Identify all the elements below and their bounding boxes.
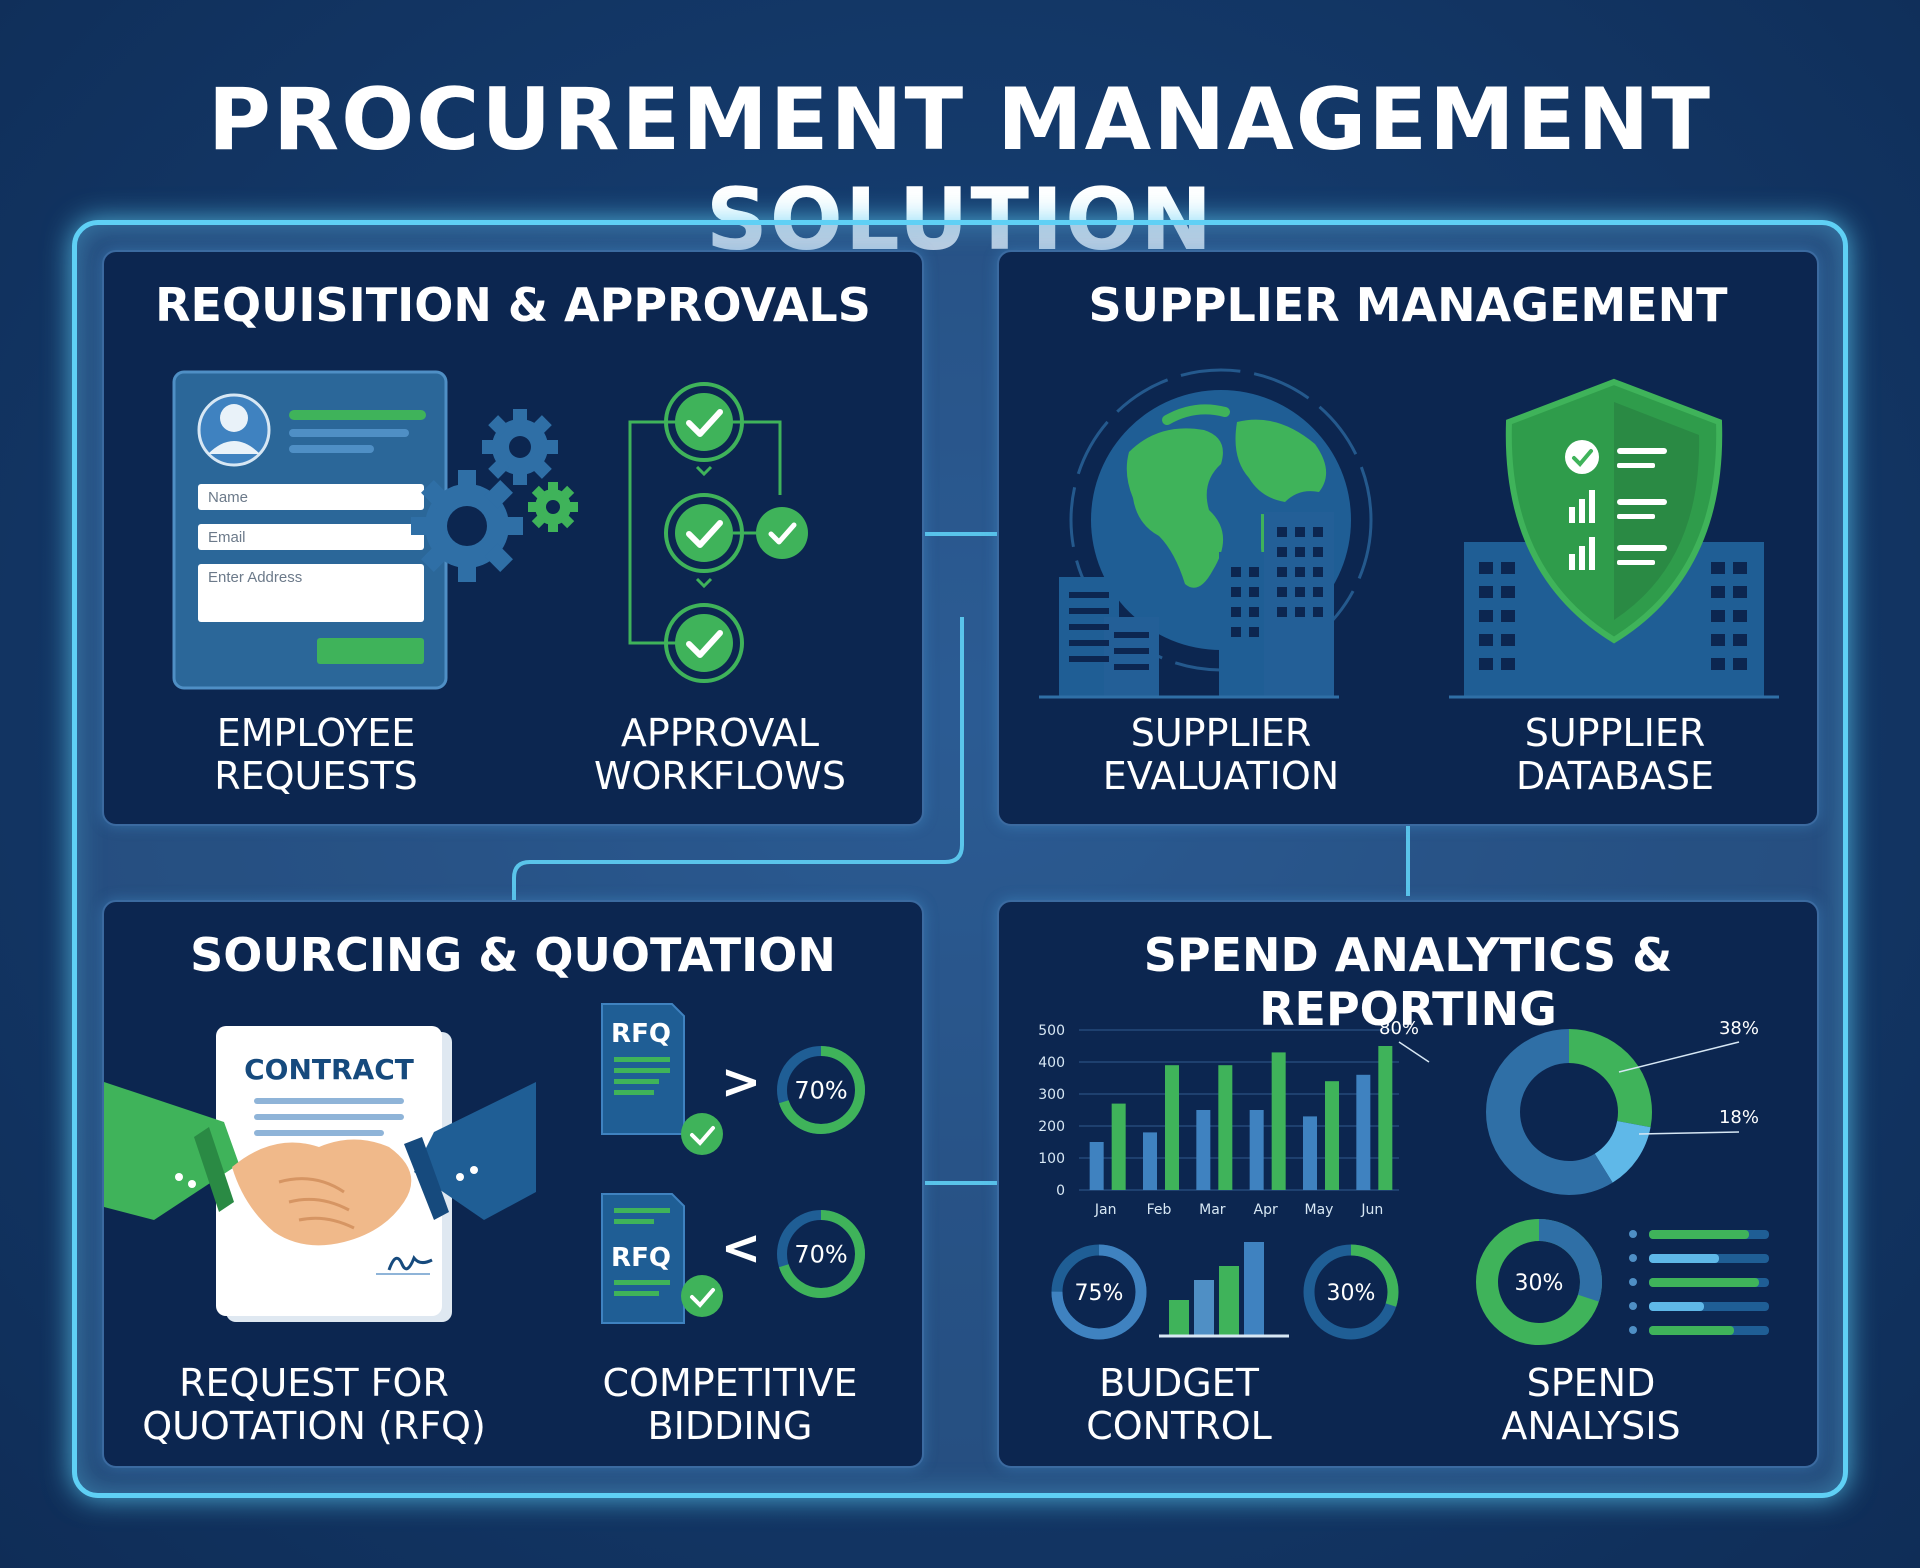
- bar-Mar-0: [1196, 1110, 1211, 1190]
- x-tick-Apr: Apr: [1254, 1202, 1278, 1218]
- y-tick-200: 200: [1038, 1119, 1065, 1135]
- requisition-illustration: Name Email Enter Address: [172, 370, 808, 690]
- caption-supplier-evaluation: SUPPLIER EVALUATION: [1102, 711, 1340, 798]
- rfq-gauge-1-label: 70%: [794, 1077, 847, 1105]
- gears-icon: [411, 409, 578, 582]
- supplier-illustration: [1039, 368, 1779, 699]
- workflow-icon: [628, 382, 808, 683]
- bar-Jun-0: [1356, 1074, 1371, 1190]
- bar-Feb-1: [1165, 1065, 1179, 1190]
- bar-Jan-1: [1111, 1103, 1126, 1190]
- spend-list: [1629, 1230, 1769, 1335]
- rfq-label-1: RFQ: [611, 1019, 671, 1049]
- panel-title-analytics: SPEND ANALYTICS & REPORTING: [1143, 928, 1673, 1036]
- budget-gauge-1-fill: [1051, 1244, 1147, 1340]
- donut-leader-1: [1618, 1041, 1740, 1073]
- budget-gauge-2-fill: [1303, 1244, 1399, 1340]
- shield-icon: [1449, 378, 1779, 699]
- y-tick-0: 0: [1056, 1183, 1065, 1199]
- panel-title-requisition: REQUISITION & APPROVALS: [155, 278, 871, 332]
- x-tick-Jun: Jun: [1360, 1202, 1383, 1218]
- rfq-gauge-2-label: 70%: [794, 1241, 847, 1269]
- caption-supplier-database: SUPPLIER DATABASE: [1515, 711, 1715, 798]
- bar-Apr-0: [1249, 1110, 1264, 1190]
- panel-sourcing: SOURCING & QUOTATION CONTRACT RFQ: [102, 900, 924, 1468]
- donut-leader-2: [1638, 1131, 1740, 1135]
- y-tick-400: 400: [1038, 1055, 1065, 1071]
- donut-label-0: 80%: [1379, 1018, 1419, 1039]
- budget-gauge-icon: 75% 30%: [1051, 1244, 1399, 1340]
- bar-May-1: [1325, 1081, 1339, 1190]
- rfq-document-icon: RFQ > RFQ <: [601, 1003, 761, 1324]
- budget-gauge-1: 75%: [1051, 1244, 1147, 1340]
- caption-spend-analysis: SPEND ANALYSIS: [1501, 1361, 1681, 1448]
- name-placeholder: Name: [208, 489, 248, 506]
- y-tick-100: 100: [1038, 1151, 1065, 1167]
- compare-symbol-2: <: [721, 1220, 761, 1276]
- handshake-icon: CONTRACT: [104, 1026, 536, 1322]
- panel-requisition: REQUISITION & APPROVALS Name Email Enter…: [102, 250, 924, 826]
- x-tick-May: May: [1305, 1202, 1334, 1218]
- caption-employee-requests: EMPLOYEE REQUESTS: [214, 711, 418, 798]
- x-tick-Jan: Jan: [1094, 1202, 1117, 1218]
- panel-title-supplier: SUPPLIER MANAGEMENT: [1088, 278, 1728, 332]
- email-placeholder: Email: [208, 529, 246, 546]
- bar-Mar-1: [1218, 1065, 1233, 1190]
- rfq-gauge-1: 70%: [777, 1046, 865, 1134]
- caption-competitive-bidding: COMPETITIVE BIDDING: [602, 1361, 858, 1448]
- donut-label-1: 38%: [1719, 1018, 1759, 1039]
- donut-leader-0: [1398, 1041, 1430, 1063]
- rfq-gauge-1-fill: [777, 1046, 865, 1134]
- spend-gauge: 30%: [1476, 1219, 1602, 1345]
- rfq-label-2: RFQ: [611, 1243, 671, 1273]
- globe-icon: [1039, 368, 1373, 699]
- donut-label-2: 18%: [1719, 1107, 1759, 1128]
- panel-title-sourcing: SOURCING & QUOTATION: [190, 928, 836, 982]
- rfq-gauge-2: 70%: [777, 1210, 865, 1298]
- donut-slice-0: [1486, 1029, 1652, 1195]
- spend-donut-icon: 30%: [1476, 1219, 1602, 1345]
- rfq-gauges: 70% 70%: [777, 1046, 865, 1298]
- budget-gauge-2: 30%: [1303, 1244, 1399, 1340]
- y-tick-300: 300: [1038, 1087, 1065, 1103]
- bar-Jan-0: [1089, 1142, 1104, 1190]
- spend-gauge-fill: [1476, 1219, 1602, 1345]
- donut-chart: 80% 38% 18%: [1379, 1018, 1759, 1195]
- sourcing-illustration: CONTRACT RFQ > RFQ: [104, 1003, 865, 1324]
- caption-budget-control: BUDGET CONTROL: [1086, 1361, 1272, 1448]
- y-tick-500: 500: [1038, 1023, 1065, 1039]
- contract-label: CONTRACT: [244, 1053, 414, 1086]
- caption-rfq: REQUEST FOR QUOTATION (RFQ): [142, 1361, 486, 1448]
- spend-gauge-label: 30%: [1515, 1271, 1564, 1296]
- address-placeholder: Enter Address: [208, 569, 302, 586]
- caption-approval-workflows: APPROVAL WORKFLOWS: [593, 711, 847, 798]
- budget-gauge-1-label: 75%: [1075, 1281, 1124, 1306]
- panel-supplier: SUPPLIER MANAGEMENT: [997, 250, 1819, 826]
- budget-bars: [1159, 1242, 1289, 1338]
- bar-Jun-1: [1378, 1046, 1393, 1190]
- bar-Feb-0: [1143, 1132, 1157, 1190]
- x-tick-Mar: Mar: [1199, 1202, 1226, 1218]
- bar-May-0: [1303, 1116, 1317, 1190]
- rfq-gauge-2-fill: [777, 1210, 865, 1298]
- x-tick-Feb: Feb: [1147, 1202, 1172, 1218]
- budget-gauge-2-label: 30%: [1327, 1281, 1376, 1306]
- panel-analytics: SPEND ANALYTICS & REPORTING 0 100 200 300 40…: [997, 900, 1819, 1468]
- user-form-icon: Name Email Enter Address: [172, 370, 448, 690]
- compare-symbol-1: >: [721, 1054, 761, 1110]
- bar-Apr-1: [1271, 1052, 1286, 1190]
